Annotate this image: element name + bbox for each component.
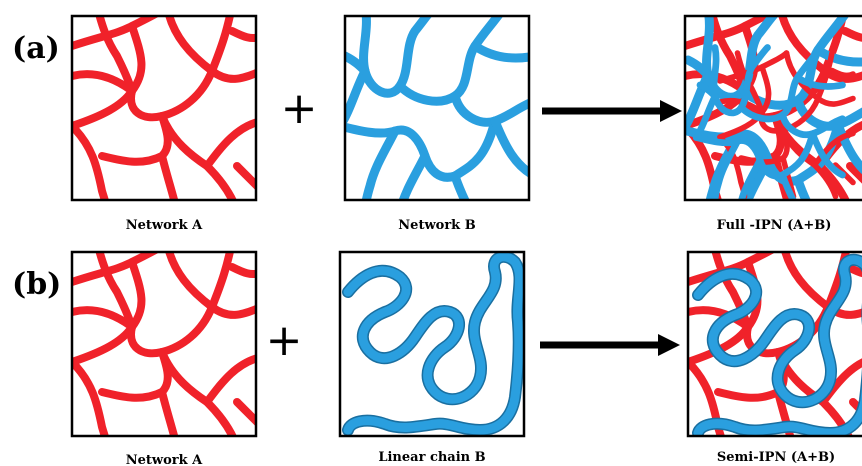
arrow-row-a	[542, 100, 682, 122]
network-a-caption-row-b: Network A	[126, 453, 203, 466]
linear-chain-b-frame	[338, 250, 526, 438]
arrow-row-b	[540, 334, 680, 356]
network-b-frame	[343, 14, 531, 202]
linear-chain-b-panel	[340, 252, 524, 436]
plus-sign-row-b: +	[266, 315, 303, 366]
row-a-label: (a)	[12, 31, 60, 66]
network-a-panel-row-b	[72, 252, 256, 436]
network-b-caption: Network B	[398, 218, 475, 233]
semi-ipn-frame	[686, 250, 862, 438]
full-ipn-panel	[685, 16, 862, 200]
network-a-frame-row-a	[70, 14, 258, 202]
network-b-panel	[345, 16, 529, 200]
full-ipn-frame	[683, 14, 862, 202]
full-ipn-caption: Full -IPN (A+B)	[717, 218, 832, 233]
plus-sign-row-a: +	[281, 83, 318, 134]
row-b-label: (b)	[12, 267, 61, 302]
semi-ipn-caption: Semi-IPN (A+B)	[717, 450, 835, 465]
linear-chain-b-caption: Linear chain B	[378, 450, 485, 465]
network-a-caption-row-a: Network A	[126, 218, 203, 233]
semi-ipn-panel	[688, 252, 862, 436]
network-a-panel-row-a	[72, 16, 256, 200]
network-a-frame-row-b	[70, 250, 258, 438]
